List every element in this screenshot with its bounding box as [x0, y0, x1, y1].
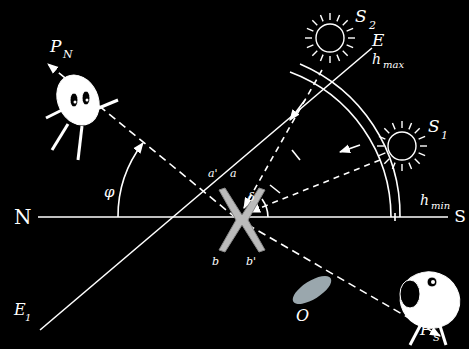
polar-axis	[48, 64, 236, 218]
angle-label: φ	[104, 185, 115, 200]
cartoon-figure	[392, 263, 468, 345]
sundial-symbol	[219, 188, 265, 252]
axis-label: 1	[25, 313, 31, 323]
angle-arc	[262, 199, 268, 217]
angle-label: max	[383, 60, 404, 70]
altitude-arc	[300, 64, 400, 217]
axis-label: N	[63, 49, 73, 60]
point-label: a'	[208, 168, 218, 179]
axis-label: S	[433, 333, 440, 343]
axis-label: E	[14, 302, 26, 318]
sun-label: S	[355, 8, 367, 25]
latitude-arc	[118, 143, 143, 217]
altitude-arc	[290, 72, 391, 217]
sun-symbol	[316, 24, 344, 52]
disc-label: O	[296, 308, 309, 324]
axis-label: E	[372, 32, 384, 49]
direction-label: S	[454, 208, 466, 225]
angle-label: h	[372, 52, 381, 66]
axis-label: P	[50, 38, 61, 55]
cartoon-figure	[46, 68, 118, 160]
direction-label: N	[14, 207, 32, 227]
angle-label: h	[420, 193, 429, 207]
sun-label: 2	[369, 20, 376, 31]
sun-label: 1	[441, 130, 448, 141]
disc	[289, 271, 336, 310]
sun-label: S	[428, 118, 440, 135]
point-label: a	[230, 168, 237, 179]
axis-label: P	[420, 322, 431, 338]
equator-line	[40, 48, 372, 330]
point-label: b'	[246, 256, 256, 267]
sun-symbol	[388, 132, 416, 160]
angle-label: δ	[248, 192, 255, 203]
angle-label: min	[431, 201, 450, 211]
point-label: b	[212, 256, 219, 267]
